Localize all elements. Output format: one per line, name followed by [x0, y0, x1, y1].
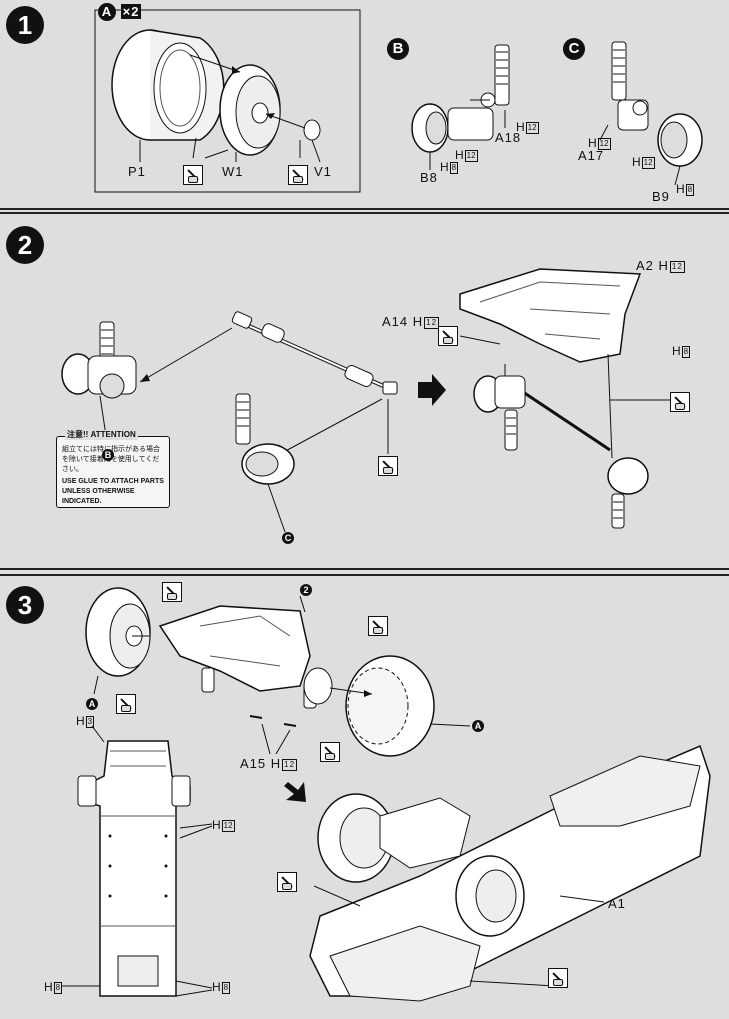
step-3-drawing — [62, 587, 711, 1002]
glue-icon — [116, 694, 136, 714]
part-label-w1: W1 — [222, 164, 244, 179]
attention-title: 注意!! ATTENTION — [65, 430, 138, 440]
h-number: 12 — [221, 819, 235, 832]
h-number: 12 — [597, 137, 611, 150]
part-label-b8: B8 — [420, 170, 438, 185]
callout-c-marker: C — [282, 532, 294, 544]
h-prefix: H — [588, 136, 597, 150]
h-prefix: H — [455, 148, 464, 162]
step-number: 2 — [6, 226, 44, 264]
glue-icon — [438, 326, 458, 346]
step-3-panel: 3 — [0, 574, 729, 1017]
attention-text-en: USE GLUE TO ATTACH PARTS UNLESS OTHERWIS… — [62, 478, 164, 505]
h-number: 8 — [221, 981, 231, 994]
glue-icon — [288, 165, 308, 185]
step-2-drawing — [61, 268, 670, 533]
quantity-badge: ×2 — [120, 4, 142, 19]
callout-b-marker: B — [102, 449, 114, 461]
callout-2-marker: 2 — [300, 584, 312, 596]
callout-a-marker: A — [98, 3, 116, 21]
glue-icon — [183, 165, 203, 185]
part-code: A14 — [382, 314, 409, 329]
step-number: 1 — [6, 6, 44, 44]
h-prefix: H — [212, 980, 221, 994]
part-label-p1: P1 — [128, 164, 146, 179]
h-prefix: H — [440, 160, 449, 174]
h-number: 3 — [85, 715, 95, 728]
h-prefix: H — [516, 120, 525, 134]
glue-icon — [670, 392, 690, 412]
h-prefix: H — [658, 258, 669, 273]
glue-icon — [162, 582, 182, 602]
h-number: 8 — [53, 981, 63, 994]
part-label-a18: A18 — [495, 130, 522, 145]
glue-icon — [548, 968, 568, 988]
h-number: 12 — [464, 149, 478, 162]
h-prefix: H — [212, 818, 221, 832]
h-prefix: H — [270, 756, 282, 771]
step-2-panel: 2 — [0, 212, 729, 570]
callout-a-marker: A — [472, 720, 484, 732]
callout-b-marker: B — [387, 38, 409, 60]
label-a-group: A ×2 — [98, 3, 142, 21]
callout-c-marker: C — [563, 38, 585, 60]
h-number: 12 — [424, 316, 440, 329]
glue-icon — [277, 872, 297, 892]
glue-icon — [378, 456, 398, 476]
h-prefix: H — [672, 344, 681, 358]
part-label-a17: A17 — [578, 148, 605, 163]
h-number: 12 — [641, 156, 655, 169]
part-code: A2 — [636, 258, 654, 273]
h-prefix: H — [676, 182, 685, 196]
h-number: 8 — [681, 345, 691, 358]
callout-a-marker: A — [86, 698, 98, 710]
step-1-drawing — [94, 9, 703, 193]
part-label-a1: A1 — [608, 896, 626, 911]
attention-note: 注意!! ATTENTION 組立てには特に指示がある場合を除いて接着剤を使用し… — [56, 430, 170, 508]
part-label-b9: B9 — [652, 189, 670, 204]
h-number: 12 — [669, 260, 685, 273]
h-prefix: H — [44, 980, 53, 994]
h-number: 12 — [525, 121, 539, 134]
part-code: A15 — [240, 756, 267, 771]
h-number: 8 — [449, 161, 459, 174]
h-prefix: H — [412, 314, 424, 329]
attention-text-jp: 組立てには特に指示がある場合を除いて接着剤を使用してください。 — [62, 446, 160, 473]
glue-icon — [368, 616, 388, 636]
h-number: 12 — [282, 758, 298, 771]
h-prefix: H — [76, 714, 85, 728]
step-1-panel: 1 — [0, 0, 729, 210]
h-prefix: H — [632, 155, 641, 169]
glue-icon — [320, 742, 340, 762]
h-number: 8 — [685, 183, 695, 196]
part-label-v1: V1 — [314, 164, 332, 179]
step-number: 3 — [6, 586, 44, 624]
